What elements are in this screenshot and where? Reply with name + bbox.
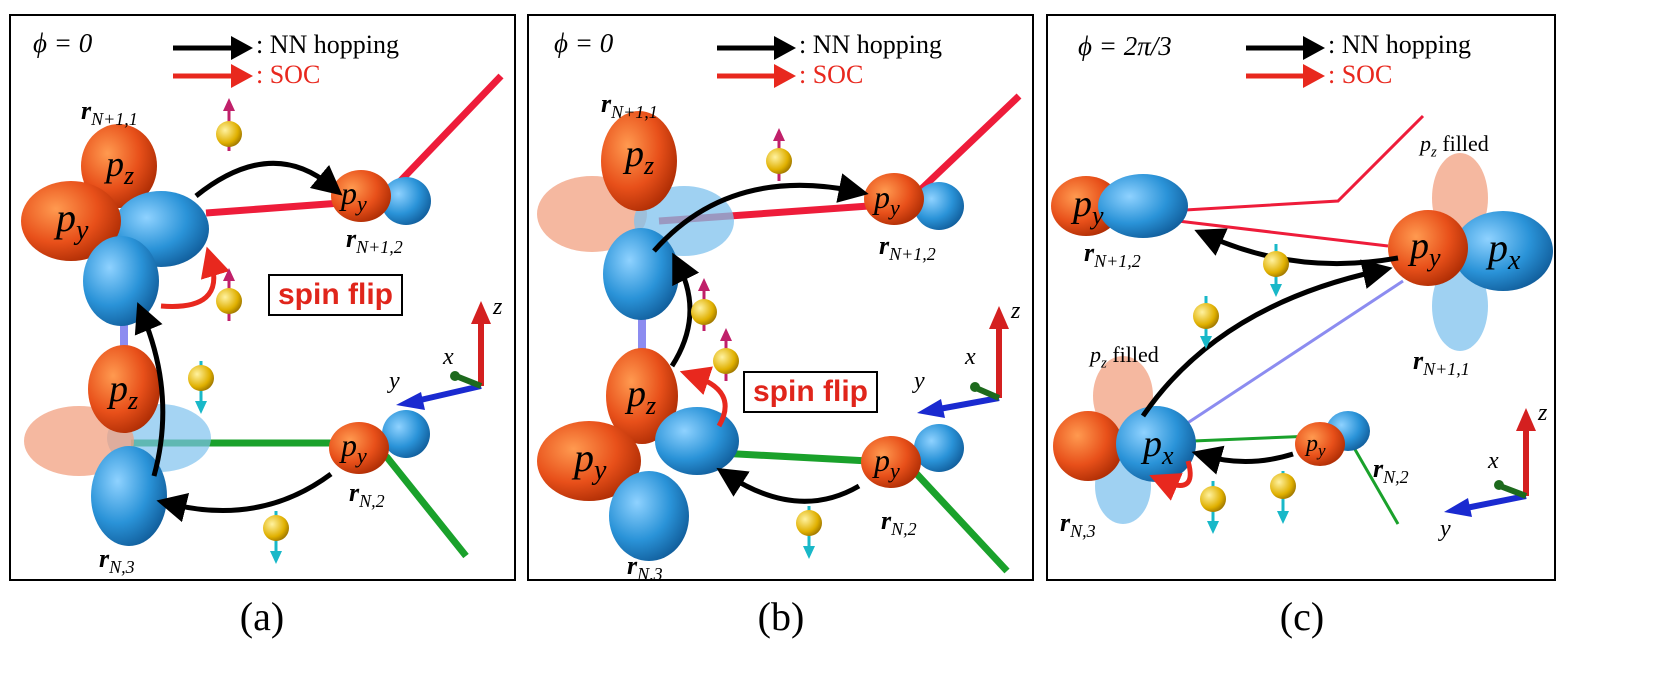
legend-soc-label: : SOC xyxy=(799,60,864,89)
axis-y-label: y xyxy=(1440,516,1451,542)
panel-a: pz py pz py py ϕ xyxy=(9,14,516,581)
axis-triad xyxy=(1444,408,1536,517)
spin-down-icon xyxy=(1270,471,1296,524)
legend-soc-label: : SOC xyxy=(256,60,321,89)
axis-z-label: z xyxy=(1538,400,1548,426)
caption-a: (a) xyxy=(239,594,285,639)
py-orbital-small xyxy=(331,170,391,222)
site-label: rN,2 xyxy=(1373,454,1409,488)
axis-triad xyxy=(917,306,1009,418)
pz-filled-label: pz filled xyxy=(1090,342,1159,372)
pz-filled-label: pz filled xyxy=(1420,131,1489,161)
bond-red xyxy=(205,199,342,217)
spin-up-icon xyxy=(713,328,739,381)
spin-flip-label: spin flip xyxy=(268,274,403,316)
site-label: rN+1,2 xyxy=(879,231,936,265)
spin-up-icon xyxy=(691,278,717,331)
site-label: rN+1,2 xyxy=(346,224,403,258)
spin-down-icon xyxy=(1193,296,1219,349)
axis-z-label: z xyxy=(493,294,503,320)
nn-hop-arrow xyxy=(194,160,343,198)
spin-down-icon xyxy=(263,511,289,564)
spin-up-icon xyxy=(766,128,792,181)
legend-nn-label: : NN hopping xyxy=(256,30,399,59)
panel-c-diagram: py py px px py xyxy=(1051,36,1553,534)
spin-up-icon xyxy=(216,268,242,321)
site-label: rN,3 xyxy=(99,544,135,578)
axis-y-label: y xyxy=(389,368,400,394)
site-label: rN,3 xyxy=(1060,508,1096,542)
axis-triad xyxy=(396,301,491,410)
svg-text:py: py xyxy=(339,175,367,216)
site-label: rN+1,1 xyxy=(81,96,138,130)
site-label: rN,2 xyxy=(349,478,385,512)
site-label: rN,2 xyxy=(881,506,917,540)
site-label: rN+1,1 xyxy=(1413,346,1470,380)
pz-orbital xyxy=(81,124,157,208)
spin-down-icon xyxy=(1200,481,1226,534)
legend-nn-label: : NN hopping xyxy=(799,30,942,59)
legend-soc-label: : SOC xyxy=(1328,60,1393,89)
site-label: rN+1,2 xyxy=(1084,238,1141,272)
panel-a-diagram: pz py pz py py xyxy=(21,36,504,564)
spin-flip-label: spin flip xyxy=(743,371,878,413)
soc-arrow xyxy=(160,246,230,309)
phi-label: ϕ = 2π/3 xyxy=(1078,31,1172,61)
caption-b: (b) xyxy=(757,594,805,639)
phi-label: ϕ = 0 xyxy=(33,28,93,58)
panel-c: py py px px py ϕ = 2π/ xyxy=(1046,14,1556,581)
site-label: rN+1,1 xyxy=(601,89,658,123)
spin-down-icon xyxy=(796,506,822,559)
legend-nn-label: : NN hopping xyxy=(1328,30,1471,59)
axis-x-label: x xyxy=(965,344,976,370)
axis-z-label: z xyxy=(1011,298,1021,324)
panel-b: pz pz py py py ϕ = 0 xyxy=(527,14,1034,581)
axis-y-label: y xyxy=(914,368,925,394)
phi-label: ϕ = 0 xyxy=(554,28,614,58)
spin-down-icon xyxy=(1263,244,1289,297)
axis-x-label: x xyxy=(1488,448,1499,474)
site-label: rN,3 xyxy=(627,551,663,581)
caption-c: (c) xyxy=(1279,594,1325,639)
svg-text:py: py xyxy=(872,179,900,220)
svg-text:py: py xyxy=(339,427,367,468)
py-orbital xyxy=(21,181,121,261)
spin-down-icon xyxy=(188,361,214,414)
panel-b-diagram: pz pz py py py xyxy=(537,36,1022,574)
axis-x-label: x xyxy=(443,344,454,370)
spin-up-icon xyxy=(216,98,242,151)
